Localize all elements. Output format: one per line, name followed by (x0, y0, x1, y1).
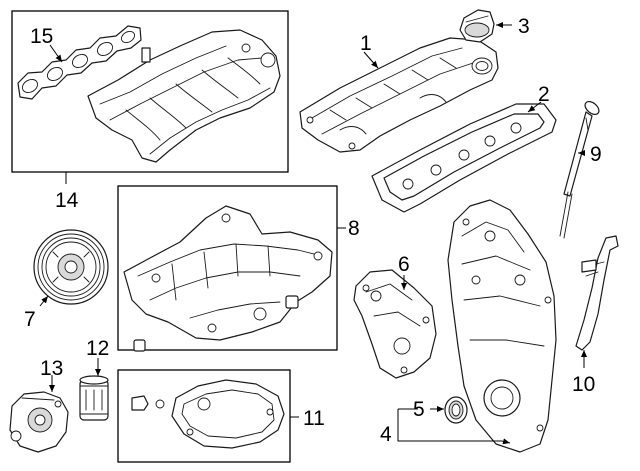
front-cover-small (353, 269, 437, 379)
timing-cover (447, 199, 557, 453)
callout-3: 3 (518, 15, 530, 38)
callout-10: 10 (572, 373, 595, 396)
dipstick-tube (575, 235, 619, 351)
callout-4: 4 (380, 423, 392, 446)
dipstick (559, 100, 600, 239)
oil-filter (79, 375, 109, 421)
leader-lines (39, 22, 587, 445)
callout-8: 8 (348, 217, 360, 240)
callout-1: 1 (360, 32, 372, 55)
callout-13: 13 (40, 357, 63, 380)
callout-5: 5 (413, 398, 425, 421)
intake-manifold (87, 29, 281, 163)
callout-6: 6 (398, 253, 410, 276)
oil-pump (9, 391, 69, 453)
callout-9: 9 (590, 143, 602, 166)
valve-cover (299, 37, 499, 153)
callout-7: 7 (24, 308, 36, 331)
lower-oil-pan (131, 379, 285, 449)
callout-14: 14 (55, 189, 79, 212)
crank-pulley (33, 229, 109, 305)
callout-12: 12 (86, 337, 109, 360)
valve-cover-gasket (371, 103, 557, 213)
crank-seal (444, 396, 468, 424)
oil-pan-lower-frame (117, 369, 291, 463)
callout-15: 15 (30, 25, 53, 48)
callout-11: 11 (303, 407, 325, 430)
oil-pan-upper-frame (117, 185, 338, 351)
upper-oil-pan (123, 205, 333, 352)
intake-manifold-frame (11, 10, 289, 173)
callout-2: 2 (538, 83, 550, 106)
oil-filler-cap (459, 9, 495, 43)
